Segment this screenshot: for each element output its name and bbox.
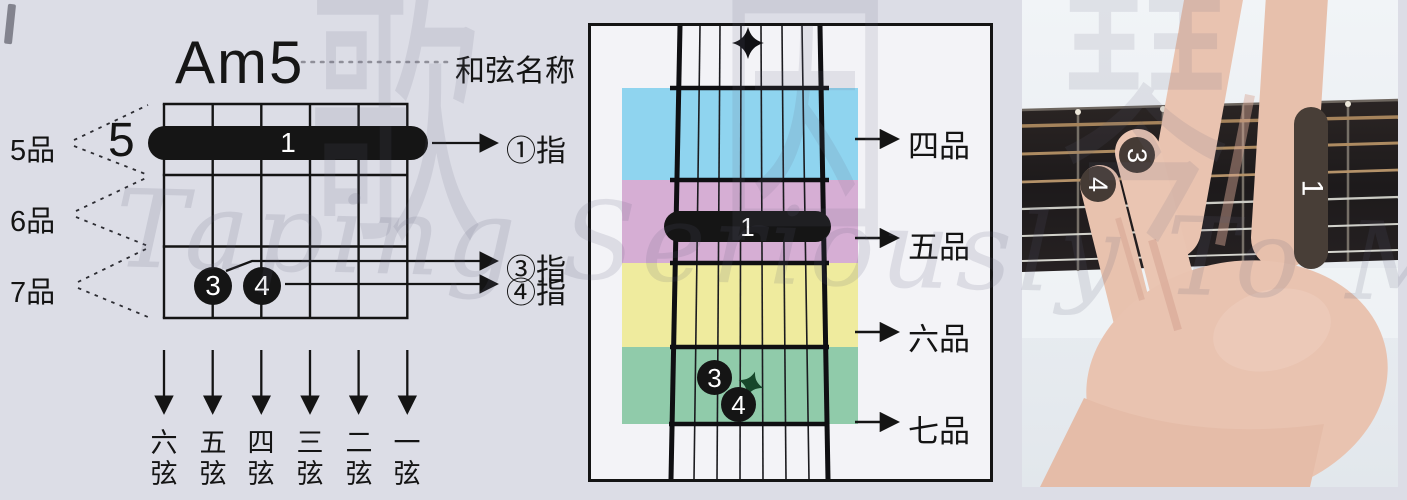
map-finger-dot-4: 4 <box>721 387 756 422</box>
inlay-star-icon <box>732 27 764 59</box>
fret-label-dashes <box>73 104 149 318</box>
zone-label-4: 四品 <box>908 129 970 164</box>
fret-label-7: 7品 <box>10 277 56 309</box>
fretboard-map-lines <box>668 26 901 479</box>
fretboard-edges <box>668 26 831 479</box>
fretboard-map-panel: 1 3 4 四品 五品 六品 七品 <box>588 23 993 482</box>
zone-label-5: 五品 <box>908 230 970 265</box>
barre-finger-1: 1 <box>148 126 428 160</box>
map-barre-finger-1: 1 <box>664 211 831 242</box>
fret-wires <box>669 85 829 427</box>
position-star-icon <box>738 371 764 397</box>
map-finger-dot-3: 3 <box>697 360 732 395</box>
string-label-2: 二弦 <box>345 428 373 489</box>
chord-name: Am5 <box>175 29 305 96</box>
map-barre-number: 1 <box>740 211 755 242</box>
fret-label-5: 5品 <box>10 135 56 167</box>
string-label-3: 三弦 <box>296 428 324 489</box>
hand-illustration <box>1040 0 1388 487</box>
callout-finger-1: ①指 <box>506 135 566 168</box>
fret-label-6: 6品 <box>10 206 56 238</box>
photo-panel: 3 4 1 <box>1022 0 1398 487</box>
zone-arrows <box>855 128 901 433</box>
string-label-5: 五弦 <box>199 428 227 489</box>
finger-dot-3: 3 <box>194 267 232 305</box>
photo-finger-badge-4: 4 <box>1080 166 1116 202</box>
finger-dot-4-number: 4 <box>254 270 270 301</box>
zone-label-7: 七品 <box>908 414 970 449</box>
chord-diagram-panel: Am5 和弦名称 5品 6品 7品 5 1 3 4 ①指 ③指 ④指 六弦 五弦… <box>0 0 580 500</box>
starting-fret-number: 5 <box>108 114 135 167</box>
string-label-1: 一弦 <box>393 428 421 489</box>
finger-dot-3-number: 3 <box>205 270 221 301</box>
zone-label-6: 六品 <box>908 322 970 357</box>
photo-barre-badge-1: 1 <box>1294 107 1328 269</box>
finger-dot-4: 4 <box>243 267 281 305</box>
callout-finger-3: ③指 <box>506 254 566 287</box>
string-arrows <box>154 350 418 415</box>
string-label-4: 四弦 <box>247 428 275 489</box>
chord-name-annotation: 和弦名称 <box>455 55 575 88</box>
string-label-6: 六弦 <box>150 428 178 489</box>
barre-finger-number: 1 <box>280 127 296 158</box>
photo-finger-badge-3: 3 <box>1119 137 1155 173</box>
hand-photo-illustration <box>1022 0 1398 487</box>
callout-finger-4: ④指 <box>506 277 566 310</box>
callout-arrows <box>225 133 499 294</box>
